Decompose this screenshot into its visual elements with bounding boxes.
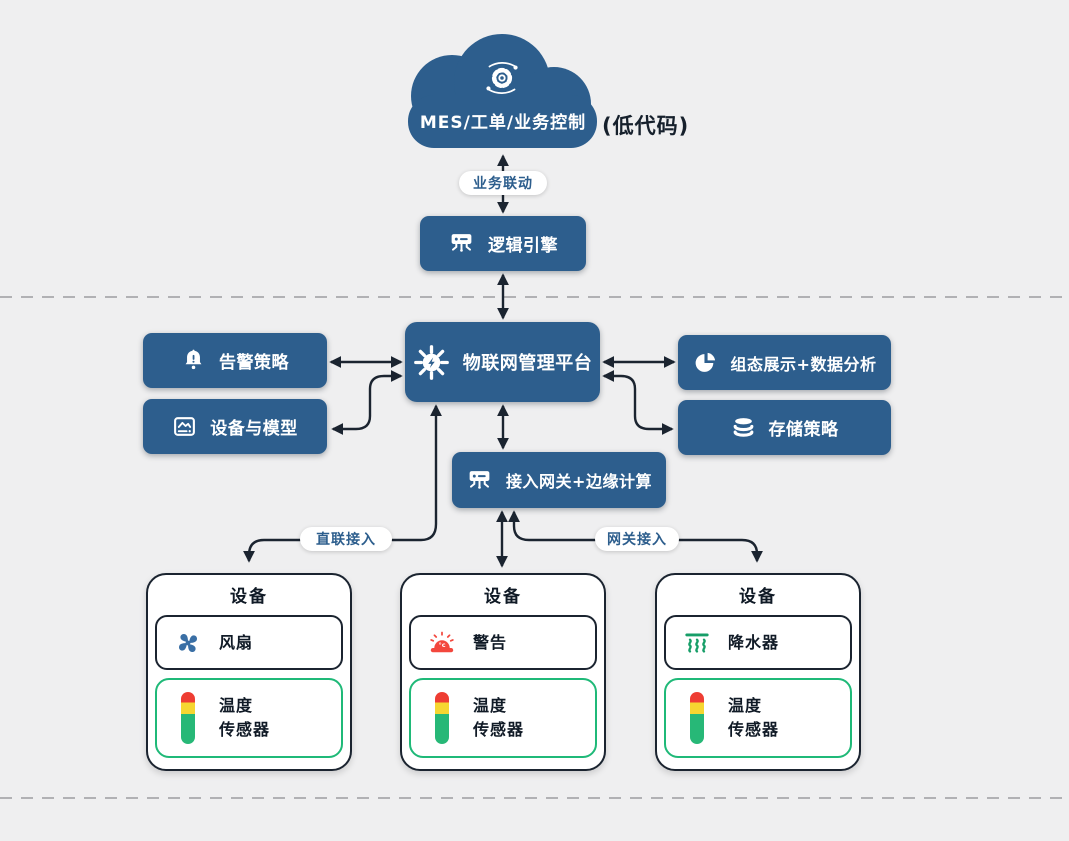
- node-logic-engine: 逻辑引擎: [420, 216, 586, 271]
- node-storage-policy: 存储策略: [678, 400, 891, 455]
- sensor-label-line2: 传感器: [219, 720, 271, 739]
- fan-icon: [173, 629, 203, 657]
- sensor-bar-icon: [427, 692, 457, 744]
- node-label: 物联网管理平台: [462, 353, 593, 374]
- node-alarm-policy: 告警策略: [143, 333, 327, 388]
- device-item-label: 温度 传感器: [728, 694, 779, 742]
- node-label: 组态展示+数据分析: [730, 354, 877, 374]
- edge-platform-storage: [602, 370, 674, 435]
- device-card-title: 设备: [739, 587, 777, 607]
- device-item-temperature-sensor: 温度 传感器: [409, 678, 597, 758]
- database-icon: [733, 418, 753, 437]
- device-item-label: 风扇: [219, 632, 254, 652]
- device-card-warning: 设备 °c 警告 温度 传感器: [400, 573, 606, 771]
- sensor-label-line1: 温度: [473, 696, 508, 715]
- chip-icon: [413, 344, 449, 380]
- sensor-label-line2: 传感器: [473, 720, 525, 739]
- edge-label-business-link: 业务联动: [459, 171, 547, 195]
- hub-icon: [469, 470, 490, 489]
- alarm-bell-icon: [185, 349, 202, 370]
- cloud-node-label: MES/工单/业务控制: [419, 113, 587, 133]
- device-item-sprinkler: 降水器: [664, 615, 852, 670]
- device-item-temperature-sensor: 温度 传感器: [664, 678, 852, 758]
- pie-chart-icon: [695, 352, 715, 372]
- node-label: 接入网关+边缘计算: [506, 472, 652, 491]
- siren-icon-text: °c: [438, 640, 445, 648]
- edge-label-gateway-access: 网关接入: [595, 527, 679, 551]
- siren-icon: °c: [427, 630, 457, 656]
- device-item-label: 降水器: [728, 632, 780, 652]
- device-item-fan: 风扇: [155, 615, 343, 670]
- sensor-label-line2: 传感器: [728, 720, 780, 739]
- edge-label-direct-access: 直联接入: [300, 527, 392, 551]
- node-label: 告警策略: [219, 353, 289, 373]
- sensor-bar-icon: [682, 692, 712, 744]
- sprinkler-icon: [682, 630, 712, 656]
- node-device-and-model: 设备与模型: [143, 399, 327, 454]
- hub-icon: [451, 234, 472, 252]
- device-item-warning: °c 警告: [409, 615, 597, 670]
- node-label: 设备与模型: [210, 419, 298, 439]
- device-card-title: 设备: [484, 587, 522, 607]
- edge-label-text: 业务联动: [473, 176, 533, 192]
- sensor-label-line1: 温度: [728, 696, 763, 715]
- cloud-shape: [408, 34, 597, 148]
- automation-gear-icon: [486, 62, 518, 94]
- edge-label-text: 直联接入: [316, 532, 376, 548]
- device-item-label: 警告: [473, 632, 508, 652]
- edge-label-text: 网关接入: [607, 532, 667, 548]
- device-card-fan: 设备 风扇 温度 传感器: [146, 573, 352, 771]
- device-item-label: 温度 传感器: [219, 694, 270, 742]
- node-visualization-analysis: 组态展示+数据分析: [678, 335, 891, 390]
- edge-platform-device-model: [331, 370, 403, 435]
- device-card-title: 设备: [230, 587, 268, 607]
- node-access-gateway: 接入网关+边缘计算: [452, 452, 666, 508]
- sensor-bar-icon: [173, 692, 203, 744]
- node-iot-platform: 物联网管理平台: [405, 322, 600, 402]
- model-card-icon: [174, 417, 196, 436]
- device-card-sprinkler: 设备 降水器 温度 传感器: [655, 573, 861, 771]
- device-item-temperature-sensor: 温度 传感器: [155, 678, 343, 758]
- device-item-label: 温度 传感器: [473, 694, 524, 742]
- node-label: 逻辑引擎: [488, 236, 558, 256]
- node-label: 存储策略: [768, 420, 839, 440]
- sensor-label-line1: 温度: [219, 696, 254, 715]
- low-code-note: (低代码): [602, 114, 690, 138]
